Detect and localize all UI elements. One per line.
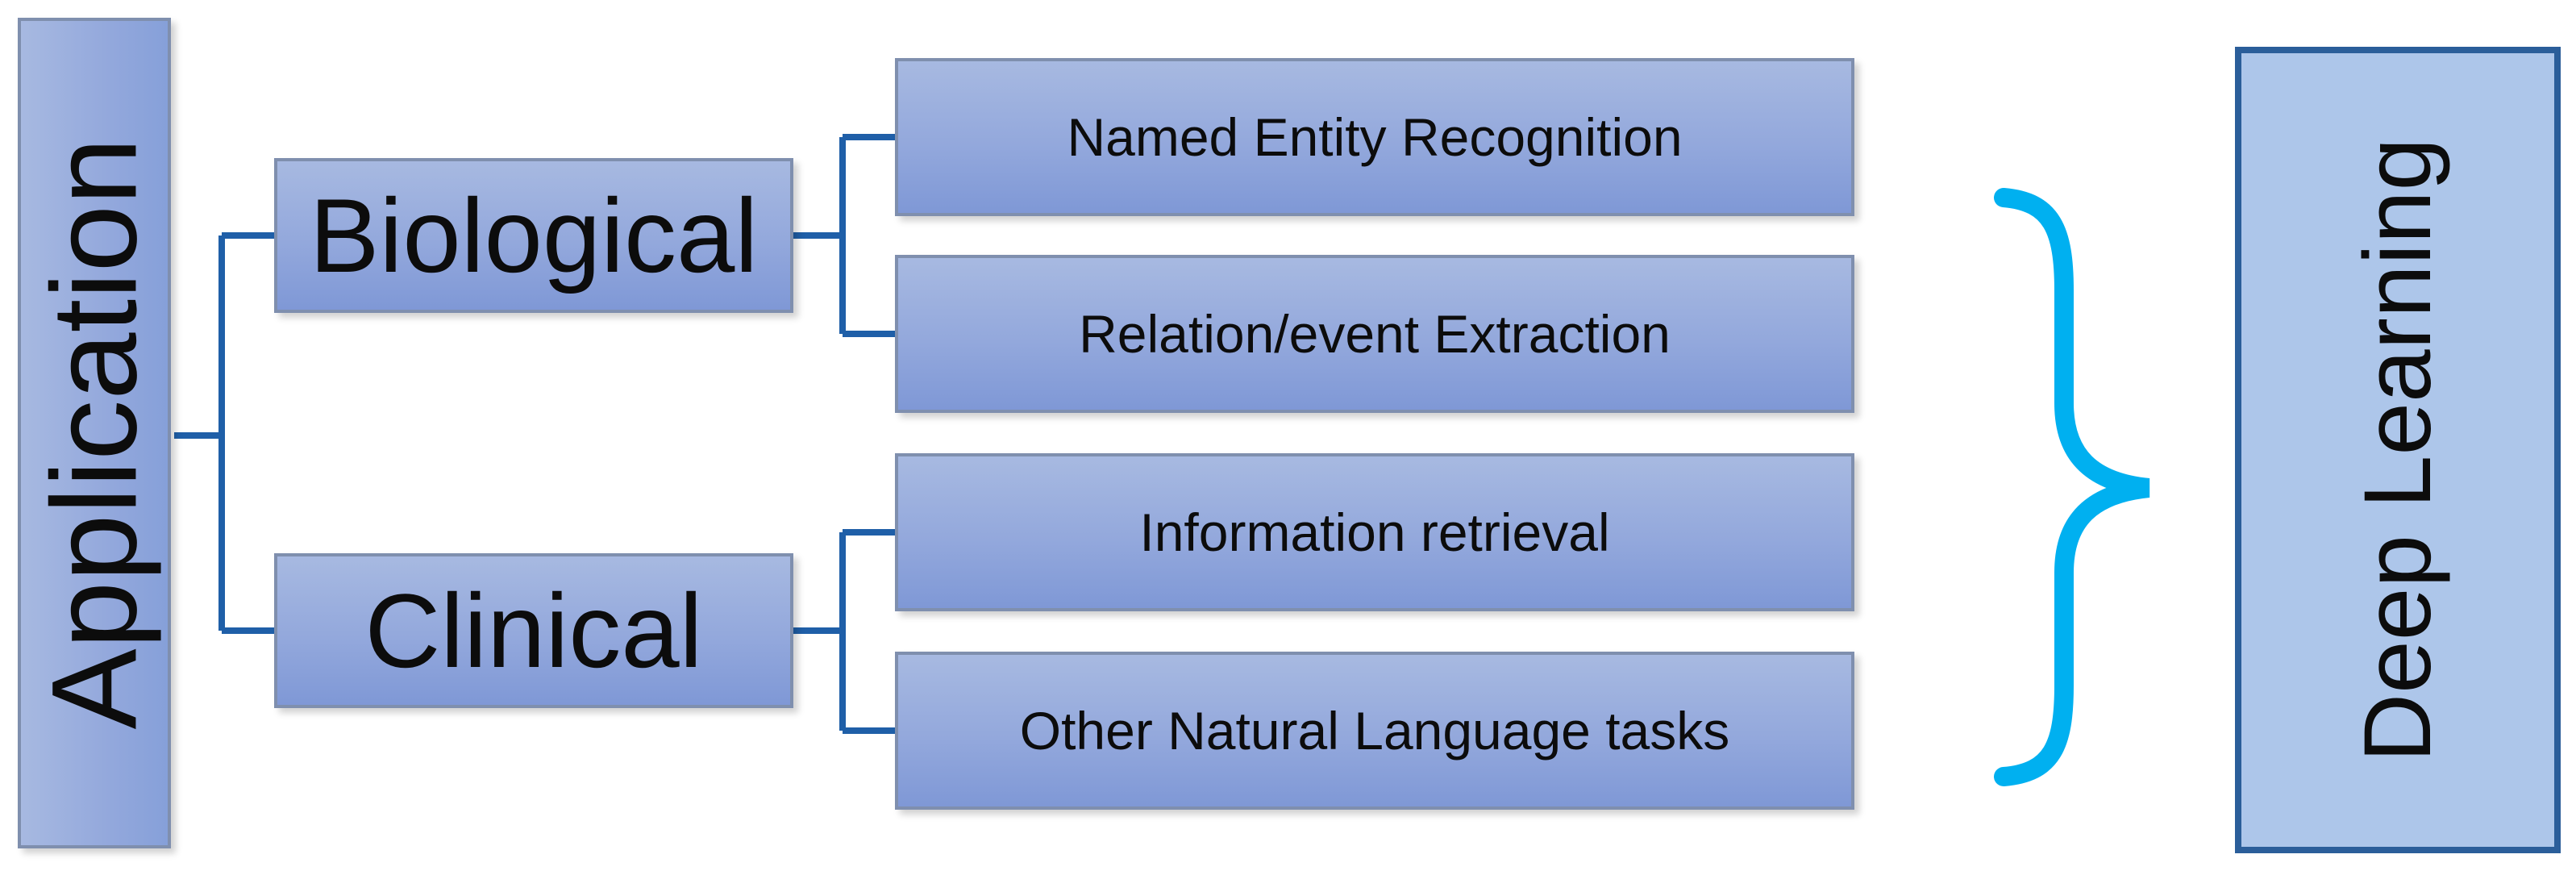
task-box-relation-event-extraction: Relation/event Extraction (895, 255, 1854, 413)
task-box-other-nlp-tasks: Other Natural Language tasks (895, 652, 1854, 810)
task-label: Named Entity Recognition (1067, 107, 1683, 167)
task-label: Relation/event Extraction (1079, 304, 1671, 364)
clinical-box: Clinical (274, 553, 793, 708)
curly-brace (1994, 188, 2150, 786)
deep-learning-label: Deep Learning (2345, 137, 2451, 763)
deep-learning-box: Deep Learning (2235, 47, 2561, 853)
connector-root (174, 232, 274, 634)
biological-label: Biological (309, 177, 759, 294)
application-box: Application (18, 18, 171, 848)
connector-clinical (793, 529, 895, 734)
task-box-named-entity-recognition: Named Entity Recognition (895, 58, 1854, 216)
task-box-information-retrieval: Information retrieval (895, 453, 1854, 611)
application-label: Application (26, 137, 162, 729)
biological-box: Biological (274, 158, 793, 313)
task-label: Information retrieval (1139, 502, 1610, 562)
task-label: Other Natural Language tasks (1019, 701, 1730, 761)
connector-biological (793, 134, 895, 337)
clinical-label: Clinical (364, 572, 703, 690)
